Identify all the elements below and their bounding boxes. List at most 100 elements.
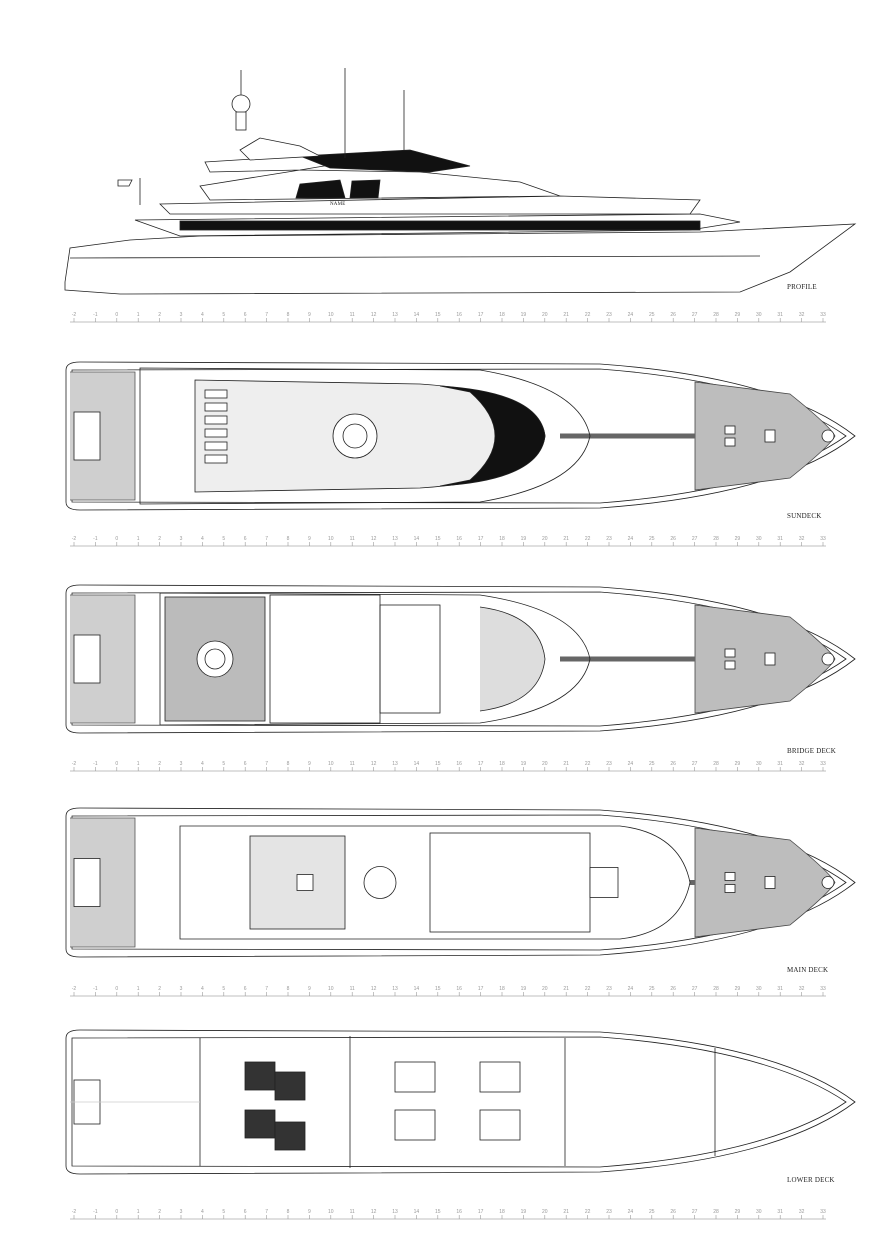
scale-tick-label: 30: [756, 1209, 762, 1215]
hull-outline: [65, 807, 856, 958]
scale-tick-label: -1: [93, 536, 98, 542]
scale-tick-label: 11: [350, 986, 355, 992]
scale-tick-label: 24: [628, 312, 634, 318]
scale-tick-label: 23: [606, 986, 612, 992]
scale-tick-label: 2: [158, 761, 161, 767]
scale-tick-label: 2: [158, 986, 161, 992]
scale-tick-label: 14: [414, 761, 420, 767]
scale-tick-label: 27: [692, 536, 698, 542]
scale-tick-label: 6: [244, 986, 247, 992]
scale-tick-label: 5: [222, 1209, 225, 1215]
scale-tick-label: 16: [456, 536, 462, 542]
scale-tick-label: 8: [287, 536, 290, 542]
scale-tick-label: 7: [265, 986, 268, 992]
scale-tick-label: 19: [521, 986, 527, 992]
scale-tick-label: 17: [478, 761, 484, 767]
scale-tick-label: 24: [628, 1209, 634, 1215]
scale-tick-label: 32: [799, 1209, 805, 1215]
scale-tick-label: 14: [414, 986, 420, 992]
scale-tick-label: 6: [244, 1209, 247, 1215]
scale-tick-label: 32: [799, 761, 805, 767]
scale-tick-label: 12: [371, 1209, 377, 1215]
scale-tick-label: 2: [158, 536, 161, 542]
scale-tick-label: 17: [478, 536, 484, 542]
scale-tick-label: 1: [137, 986, 140, 992]
scale-tick-label: 23: [606, 536, 612, 542]
scale-tick-label: 25: [649, 536, 655, 542]
scale-tick-label: 6: [244, 312, 247, 318]
scale-tick-label: 11: [350, 761, 355, 767]
scale-tick-label: 12: [371, 761, 377, 767]
scale-tick-label: 8: [287, 1209, 290, 1215]
scale-tick-label: 31: [777, 986, 783, 992]
scale-tick-label: 33: [820, 761, 826, 767]
scale-tick-label: 19: [521, 761, 527, 767]
scale-tick-label: 19: [521, 536, 527, 542]
scale-tick-label: 27: [692, 761, 698, 767]
scale-tick-label: 1: [137, 536, 140, 542]
scale-tick-label: 1: [137, 1209, 140, 1215]
scale-tick-label: 9: [308, 1209, 311, 1215]
scale-tick-label: 3: [180, 761, 183, 767]
hull-profile: [64, 223, 857, 295]
scale-tick-label: 10: [328, 761, 334, 767]
scale-tick-label: -2: [72, 312, 77, 318]
scale-tick-label: 19: [521, 312, 527, 318]
scale-tick-label: -2: [72, 761, 77, 767]
scale-tick-label: 23: [606, 312, 612, 318]
view-label-lower: LOWER DECK: [787, 1176, 835, 1184]
hull-outline: [65, 361, 856, 511]
scale-tick-label: 14: [414, 536, 420, 542]
scale-tick-label: 3: [180, 536, 183, 542]
scale-tick-label: 7: [265, 761, 268, 767]
scale-tick-label: 15: [435, 1209, 441, 1215]
scale-tick-label: 0: [115, 312, 118, 318]
scale-tick-label: -2: [72, 1209, 77, 1215]
scale-tick-label: 29: [735, 761, 741, 767]
scale-tick-label: 9: [308, 312, 311, 318]
view-label-bridge: BRIDGE DECK: [787, 747, 837, 755]
scale-tick-label: 9: [308, 986, 311, 992]
scale-tick-label: 3: [180, 1209, 183, 1215]
scale-tick-label: 27: [692, 986, 698, 992]
scale-tick-label: 20: [542, 312, 548, 318]
scale-tick-label: 24: [628, 986, 634, 992]
scale-tick-label: -1: [93, 986, 98, 992]
scale-tick-label: 23: [606, 761, 612, 767]
scale-tick-label: -2: [72, 536, 77, 542]
scale-tick-label: 4: [201, 986, 204, 992]
scale-tick-label: -1: [93, 761, 98, 767]
scale-tick-label: 18: [499, 536, 505, 542]
scale-tick-label: 18: [499, 986, 505, 992]
scale-tick-label: 30: [756, 312, 762, 318]
scale-tick-label: 26: [670, 1209, 676, 1215]
scale-tick-label: 8: [287, 986, 290, 992]
scale-tick-label: 18: [499, 312, 505, 318]
scale-tick-label: 16: [456, 761, 462, 767]
scale-tick-label: 33: [820, 536, 826, 542]
scale-tick-label: 15: [435, 312, 441, 318]
scale-tick-label: 29: [735, 312, 741, 318]
scale-tick-label: 18: [499, 1209, 505, 1215]
scale-tick-label: 1: [137, 312, 140, 318]
scale-tick-label: 22: [585, 536, 591, 542]
scale-tick-label: 26: [670, 312, 676, 318]
scale-tick-label: 13: [392, 761, 398, 767]
scale-tick-label: 15: [435, 986, 441, 992]
view-label-profile: PROFILE: [787, 283, 817, 291]
hull-outline: [65, 584, 856, 734]
scale-tick-label: 25: [649, 1209, 655, 1215]
scale-tick-label: 31: [777, 312, 783, 318]
scale-tick-label: 30: [756, 986, 762, 992]
scale-tick-label: 12: [371, 312, 377, 318]
scale-tick-label: 8: [287, 312, 290, 318]
scale-tick-label: 28: [713, 312, 719, 318]
scale-tick-label: 6: [244, 536, 247, 542]
scale-tick-label: 2: [158, 312, 161, 318]
scale-tick-label: 33: [820, 1209, 826, 1215]
scale-tick-label: 5: [222, 761, 225, 767]
